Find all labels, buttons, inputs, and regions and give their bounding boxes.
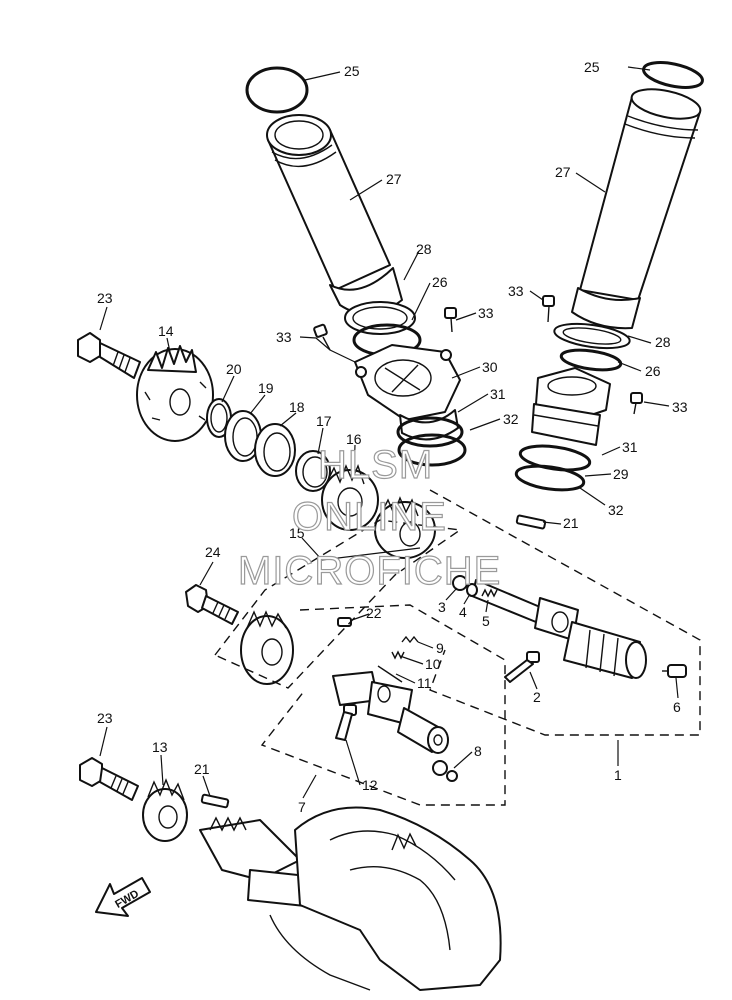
spring-5 — [481, 588, 498, 598]
callout-28-left: 28 — [416, 241, 432, 257]
o-ring-32-left — [397, 433, 467, 467]
callout-29: 29 — [613, 466, 629, 482]
callout-25-left: 25 — [344, 63, 360, 79]
bolt-24 — [185, 584, 239, 625]
bolt-23-upper — [77, 332, 141, 379]
bolt-23-lower — [79, 757, 139, 801]
spring-9 — [401, 635, 419, 644]
callout-18: 18 — [289, 399, 305, 415]
bracket-30 — [354, 344, 461, 441]
callout-32-right: 32 — [608, 502, 624, 518]
watermark-line-3: MICROFICHE — [238, 549, 501, 593]
bolt-2 — [504, 651, 540, 683]
dust-seal-28-left — [344, 301, 416, 335]
callout-27-right: 27 — [555, 164, 571, 180]
callout-23-upper: 23 — [97, 290, 113, 306]
callout-6: 6 — [673, 699, 681, 715]
callout-2: 2 — [533, 689, 541, 705]
group-outline-1 — [429, 489, 701, 736]
plug-6 — [662, 664, 687, 678]
callout-23-lower: 23 — [97, 710, 113, 726]
oil-seal-26-right — [559, 348, 623, 372]
callout-19: 19 — [258, 380, 274, 396]
callout-21-upper: 21 — [563, 515, 579, 531]
gear-14 — [136, 345, 214, 442]
callout-11: 11 — [417, 675, 432, 691]
callout-8: 8 — [474, 743, 482, 759]
key-21-upper — [515, 514, 547, 530]
crankcase — [199, 806, 502, 991]
ball-8 — [432, 760, 458, 782]
o-ring-25-right — [642, 61, 704, 89]
callout-31-right: 31 — [622, 439, 638, 455]
bolt-33-right-a — [542, 295, 555, 323]
pin-11 — [377, 665, 403, 683]
callout-21-lower: 21 — [194, 761, 210, 777]
outer-tube-27-left — [266, 114, 403, 315]
o-ring-25-left — [245, 66, 309, 114]
callout-5: 5 — [482, 613, 490, 629]
bolt-33-left-a — [313, 323, 331, 351]
bolt-12 — [335, 704, 357, 741]
gear-15 — [374, 496, 436, 559]
bolt-33-left-b — [444, 307, 457, 333]
shaft-7 — [332, 671, 449, 754]
callout-26-right: 26 — [645, 363, 661, 379]
callout-1: 1 — [614, 767, 622, 783]
washer-4 — [466, 583, 478, 597]
key-22 — [337, 617, 352, 627]
callout-9: 9 — [436, 640, 444, 656]
washer-18 — [254, 423, 296, 477]
callout-28-right: 28 — [655, 334, 671, 350]
callout-33-c: 33 — [508, 283, 524, 299]
callout-16: 16 — [346, 431, 362, 447]
bracket-29 — [531, 367, 611, 446]
washer-19 — [224, 410, 262, 462]
gear-24-assembly — [240, 610, 294, 685]
bolt-33-right-b — [630, 392, 643, 415]
gear-16 — [321, 464, 379, 531]
key-21-lower — [200, 793, 230, 809]
forward-arrow-icon: FWD — [95, 877, 151, 917]
callout-31-left: 31 — [490, 386, 506, 402]
callout-labels: 25 25 27 27 28 28 26 26 33 33 33 33 30 3… — [97, 59, 688, 815]
callout-20: 20 — [226, 361, 242, 377]
callout-33-a: 33 — [276, 329, 292, 345]
gear-13 — [142, 778, 188, 842]
shaft-1 — [471, 579, 647, 679]
watermark: HLSM ONLINE MICROFICHE — [237, 442, 501, 593]
callout-26-left: 26 — [432, 274, 448, 290]
watermark-line-1: HLSM — [318, 443, 433, 487]
callout-13: 13 — [152, 739, 168, 755]
callout-32-left: 32 — [503, 411, 519, 427]
callout-4: 4 — [459, 604, 467, 620]
circlip-17 — [295, 450, 331, 492]
callout-15: 15 — [289, 525, 305, 541]
watermark-line-2: ONLINE — [292, 495, 447, 539]
callout-7: 7 — [298, 799, 306, 815]
callout-25-right: 25 — [584, 59, 600, 75]
o-ring-31-left — [396, 416, 464, 448]
callout-24: 24 — [205, 544, 221, 560]
outer-tube-27-right — [571, 88, 702, 330]
callout-22: 22 — [366, 605, 382, 621]
leader-lines — [99, 66, 679, 799]
callout-27-left: 27 — [386, 171, 402, 187]
callout-3: 3 — [438, 599, 446, 615]
nut-3 — [452, 575, 468, 591]
spring-10 — [391, 650, 405, 660]
callout-12: 12 — [362, 777, 378, 793]
callout-17: 17 — [316, 413, 332, 429]
callout-10: 10 — [425, 656, 441, 672]
group-outline-7 — [260, 604, 506, 806]
o-ring-32-right — [514, 464, 586, 492]
dust-seal-28-right — [553, 322, 631, 350]
callout-33-d: 33 — [672, 399, 688, 415]
callout-30: 30 — [482, 359, 498, 375]
callout-33-b: 33 — [478, 305, 494, 321]
callout-14: 14 — [158, 323, 174, 339]
group-outline-15 — [213, 519, 462, 689]
